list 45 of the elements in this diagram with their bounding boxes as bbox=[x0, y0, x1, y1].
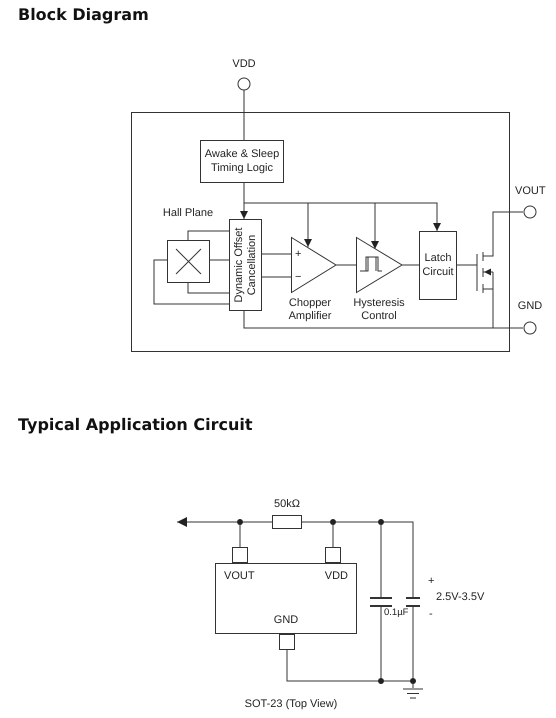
component-value: 50kΩ bbox=[273, 498, 301, 512]
pin-label: VOUT bbox=[515, 185, 545, 198]
pin-label: VOUT bbox=[224, 570, 255, 584]
block-label: Hysteresis Control bbox=[352, 297, 406, 324]
block-label: Awake & Sleep Timing Logic bbox=[204, 148, 280, 175]
wire bbox=[336, 264, 356, 266]
wire bbox=[380, 622, 382, 678]
input-sign: − bbox=[295, 271, 302, 284]
section-heading: Block Diagram bbox=[18, 5, 149, 24]
block-label: Dynamic Offset Cancellation bbox=[232, 226, 258, 304]
wire bbox=[188, 230, 230, 240]
wire bbox=[402, 264, 420, 266]
pin-label: VDD bbox=[324, 570, 348, 584]
wire bbox=[244, 310, 524, 328]
pin-label: GND bbox=[272, 614, 300, 628]
arrow bbox=[176, 517, 238, 527]
block-label: Latch Circuit bbox=[421, 252, 455, 279]
logic-block bbox=[229, 219, 262, 311]
supply-voltage: 2.5V-3.5V bbox=[436, 591, 484, 604]
polarity-sign: + bbox=[428, 575, 434, 588]
logic-block bbox=[419, 231, 457, 300]
wire bbox=[286, 650, 378, 682]
wire bbox=[332, 524, 334, 548]
input-sign: + bbox=[295, 248, 302, 262]
wire bbox=[492, 212, 524, 250]
polarity-sign: - bbox=[429, 608, 433, 622]
arrow bbox=[244, 182, 441, 232]
wire bbox=[384, 522, 414, 574]
sensor-label: Hall Plane bbox=[162, 207, 214, 220]
wire bbox=[384, 680, 410, 682]
wire bbox=[412, 622, 414, 678]
wire bbox=[456, 264, 472, 266]
block-label: Chopper Amplifier bbox=[288, 297, 332, 324]
chip-outline bbox=[131, 112, 510, 352]
wire bbox=[412, 684, 414, 688]
pin-label: GND bbox=[516, 300, 544, 314]
wire bbox=[380, 524, 382, 586]
wire bbox=[188, 282, 230, 294]
section-heading: Typical Application Circuit bbox=[18, 415, 252, 434]
logic-block bbox=[200, 140, 284, 183]
caption: SOT-23 (Top View) bbox=[244, 698, 338, 712]
pin-label: VDD bbox=[231, 58, 257, 72]
wire bbox=[262, 276, 292, 278]
component-value: 0.1µF bbox=[384, 607, 408, 618]
wire bbox=[154, 260, 230, 304]
